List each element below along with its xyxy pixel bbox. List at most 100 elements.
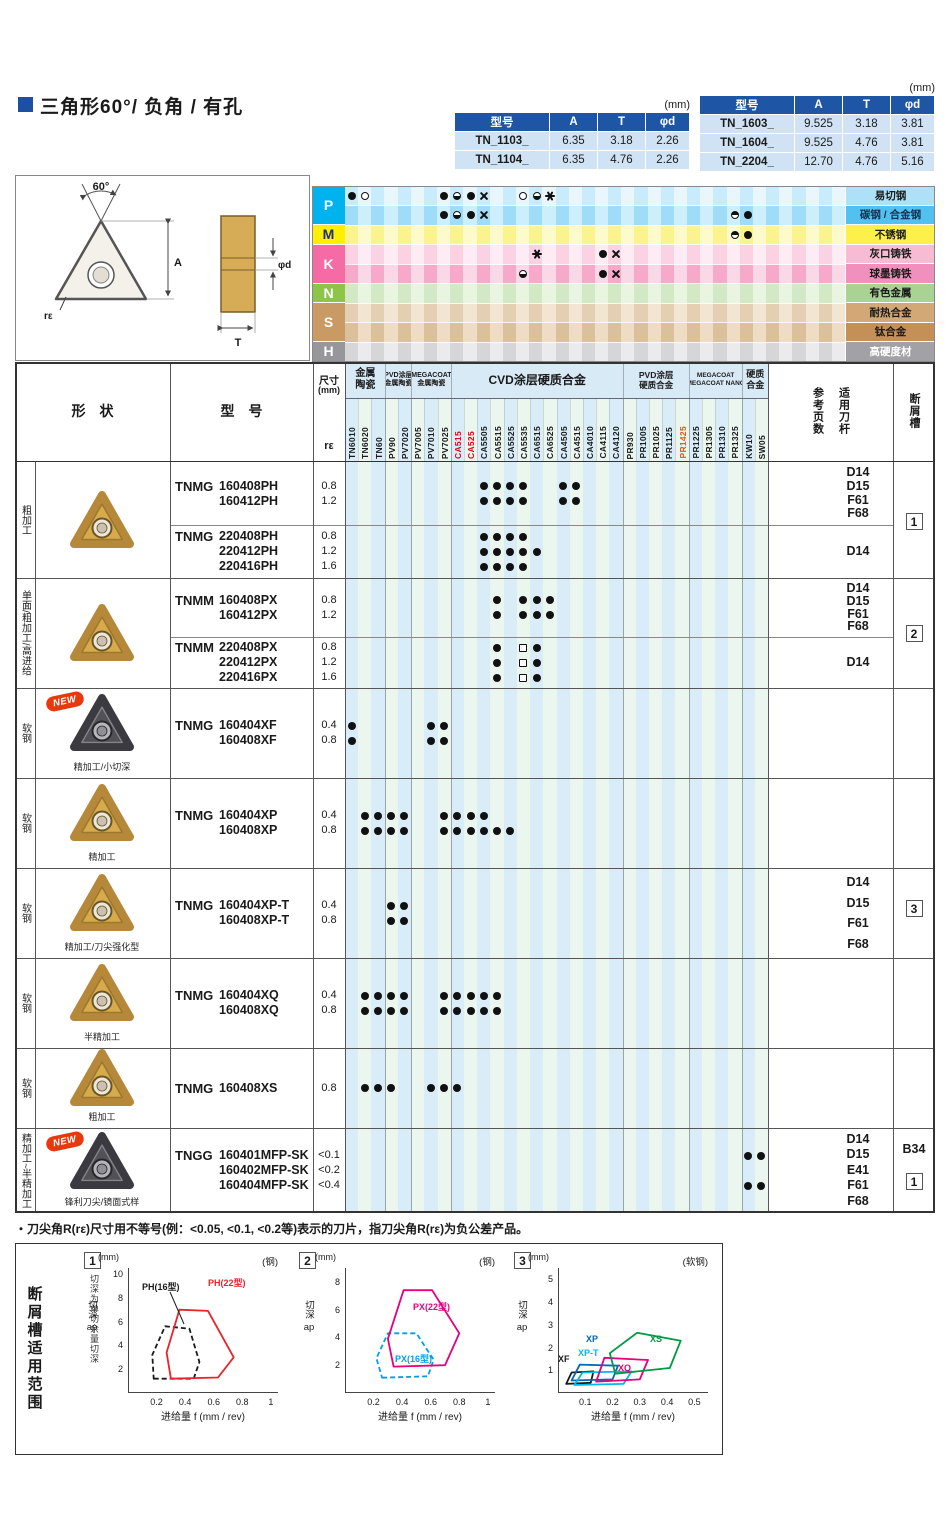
spec-cell: TN_1103_ <box>455 132 550 151</box>
availability-dot-filled <box>532 596 541 604</box>
band-stripe <box>437 283 451 303</box>
band-stripe <box>831 244 846 264</box>
column-stripe <box>728 462 742 1213</box>
availability-dot-filled <box>493 826 502 835</box>
band-stripe <box>713 244 728 264</box>
spec-cell: 9.525 <box>795 115 843 134</box>
availability-dot-filled <box>440 1084 449 1092</box>
column-stripe <box>424 462 438 1213</box>
band-stripe <box>555 186 570 206</box>
band-stripe <box>542 303 557 323</box>
grid-line <box>892 362 894 1213</box>
model-number: 160408XP <box>219 823 278 837</box>
availability-dot-filled <box>506 532 515 541</box>
column-stripe <box>437 462 451 1213</box>
band-stripe <box>792 244 807 264</box>
band-stripe <box>621 225 635 245</box>
re-value: 1.2 <box>321 494 337 507</box>
band-stripe <box>371 264 385 284</box>
x-tick: 0.2 <box>606 1397 619 1407</box>
ref-page: F61 <box>847 606 869 621</box>
model-number: 160408PH <box>219 478 279 493</box>
band-stripe <box>371 225 385 245</box>
band-stripe <box>371 244 385 264</box>
ref-pages-header-text: 参考页数 <box>811 387 824 435</box>
band-stripe <box>371 342 385 362</box>
column-stripe <box>503 462 517 1213</box>
band-stripe <box>450 303 464 323</box>
y-tick: 5 <box>547 1274 553 1285</box>
band-stripe <box>818 283 833 303</box>
chart-plot <box>345 1268 495 1393</box>
band-stripe <box>345 244 359 264</box>
band-stripe <box>634 225 649 245</box>
re-value: 0.8 <box>321 914 337 926</box>
band-stripe <box>700 205 714 225</box>
availability-dot-filled <box>387 826 396 835</box>
availability-dot-filled <box>387 1084 396 1092</box>
grade-group-line <box>450 398 452 1213</box>
availability-dot-filled <box>400 1006 409 1015</box>
column-stripe <box>411 462 425 1213</box>
availability-dot-filled <box>744 1151 753 1160</box>
depth-of-cut-note: 切深为单切余量切深 <box>88 1274 101 1369</box>
column-stripe <box>622 462 636 1213</box>
band-stripe <box>384 264 399 284</box>
model-number: 160404XP-T <box>219 898 290 912</box>
model-number: 220412PX <box>219 655 278 669</box>
band-stripe <box>410 283 425 303</box>
insert-image <box>69 783 135 843</box>
y-tick: 6 <box>117 1316 123 1327</box>
band-stripe <box>831 186 846 206</box>
ref-page: D14 <box>846 544 870 558</box>
ref-page: F61 <box>847 492 869 507</box>
material-letter-P: P <box>312 186 345 225</box>
band-stripe <box>384 186 399 206</box>
band-stripe <box>687 283 701 303</box>
re-value: <0.2 <box>318 1164 340 1176</box>
column-stripe <box>662 462 676 1213</box>
column-stripe <box>569 462 583 1213</box>
band-stripe <box>660 225 675 245</box>
column-stripe <box>688 462 702 1213</box>
band-stripe <box>779 186 793 206</box>
band-stripe <box>489 303 504 323</box>
band-stripe <box>529 225 543 245</box>
band-stripe <box>384 225 399 245</box>
band-stripe <box>581 244 596 264</box>
band-stripe <box>831 342 846 362</box>
model-column-header: 型 号 <box>220 403 263 419</box>
band-stripe <box>831 322 846 342</box>
column-stripe <box>596 462 610 1213</box>
grid-line <box>312 362 314 1213</box>
y-tick: 8 <box>117 1292 123 1303</box>
band-stripe <box>621 205 635 225</box>
availability-dot-filled <box>493 497 502 505</box>
band-stripe <box>516 205 530 225</box>
series-label: XP <box>586 1334 599 1344</box>
re-value: 1.6 <box>321 560 337 572</box>
band-stripe <box>673 205 688 225</box>
band-stripe <box>516 322 530 342</box>
column-stripe <box>556 462 570 1213</box>
insert-image <box>69 490 135 550</box>
band-stripe <box>647 264 662 284</box>
band-stripe <box>647 322 662 342</box>
model-number: 160404XF <box>219 718 277 732</box>
re-value: 1.2 <box>321 608 337 621</box>
grade-column-PV7010: PV7010 <box>424 398 438 462</box>
band-stripe <box>660 303 675 323</box>
page-title: 三角形60°/ 负角 / 有孔 <box>40 97 244 118</box>
insert-caption: 粗加工 <box>88 1112 116 1122</box>
y-tick: 4 <box>334 1332 340 1343</box>
band-stripe <box>713 303 728 323</box>
band-stripe <box>818 342 833 362</box>
availability-dot-halfb <box>453 211 462 220</box>
band-stripe <box>502 225 517 245</box>
availability-dot-square <box>519 673 528 682</box>
availability-dot-filled <box>453 811 462 820</box>
band-stripe <box>713 225 728 245</box>
